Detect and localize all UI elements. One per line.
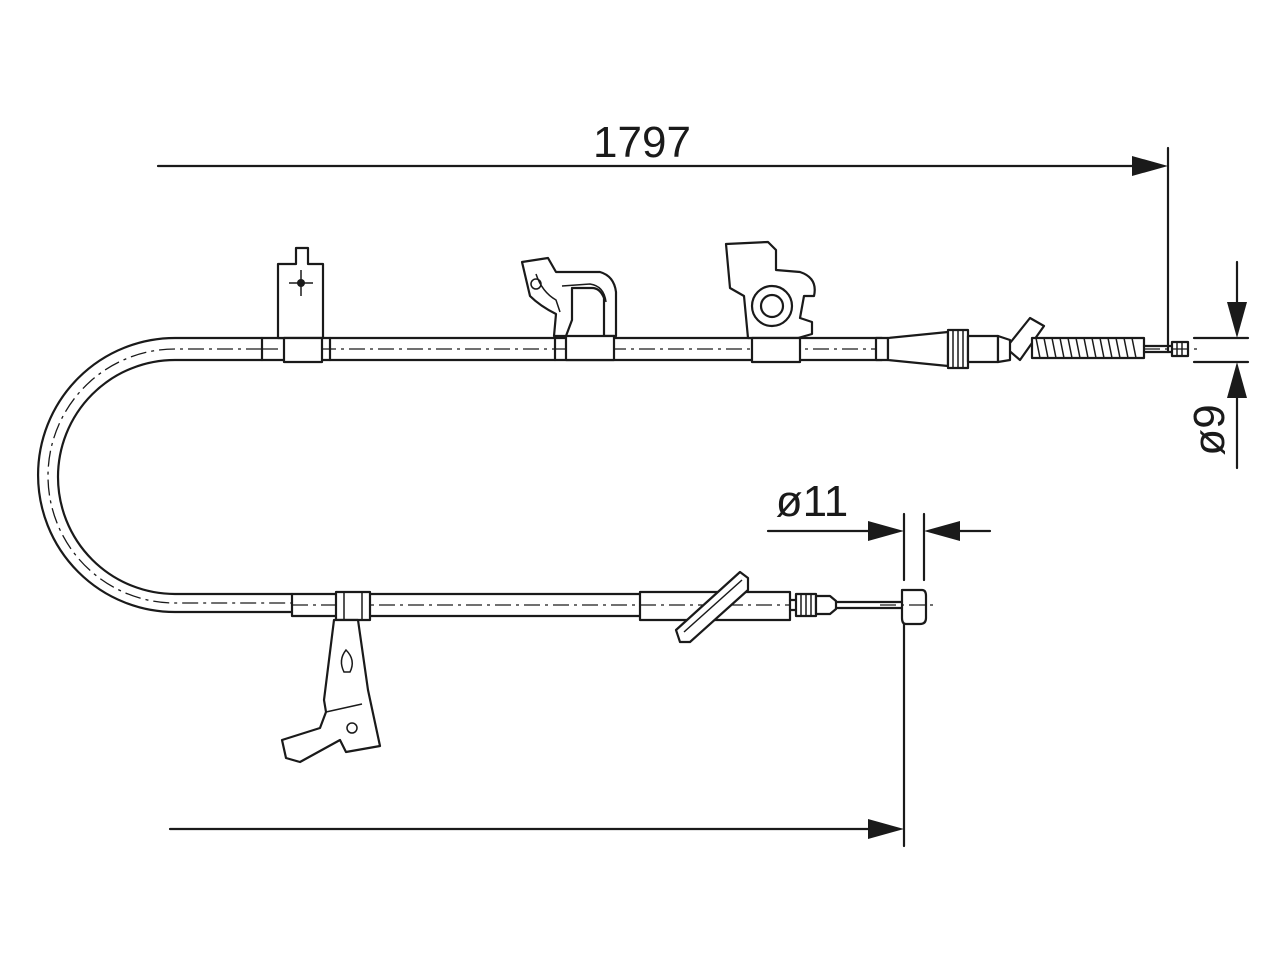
lower-end-fitting (638, 570, 938, 644)
lower-mounting-bracket (280, 590, 382, 764)
mounting-bracket-1 (276, 246, 325, 364)
dia11-arrow-left (868, 521, 904, 541)
upper-end-fitting (874, 316, 1200, 370)
bottom-arrowhead (868, 819, 904, 839)
dia11-label: ø11 (776, 477, 849, 526)
mounting-bracket-2 (520, 256, 618, 362)
dia9-label: ø9 (1185, 404, 1234, 455)
cable-sheath (36, 336, 884, 618)
dia11-arrow-right (924, 521, 960, 541)
diameter-9-dimension: ø9 (1185, 260, 1250, 470)
length-arrowhead (1132, 156, 1168, 176)
length-dimension-label: 1797 (593, 118, 691, 167)
dia9-arrow-bottom (1227, 362, 1247, 398)
diameter-11-dimension: ø11 (766, 477, 992, 582)
cable-outer-wall (36, 336, 294, 614)
length-dimension: 1797 (156, 118, 1170, 354)
dia9-arrow-top (1227, 302, 1247, 338)
cable-inner-wall (56, 358, 294, 596)
mounting-bracket-3 (724, 240, 816, 364)
cable-centerline-loop (47, 348, 292, 604)
bottom-dimension (168, 610, 906, 848)
